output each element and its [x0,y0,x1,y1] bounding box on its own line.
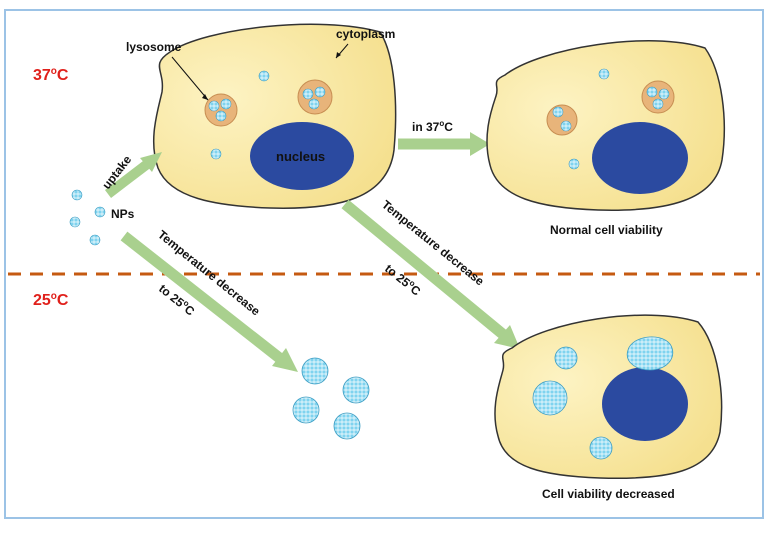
np-particle [568,158,580,170]
cytoplasm-pointer-head [336,52,341,58]
temperature-decrease-arrow-left [120,231,298,372]
normal-nucleus [592,122,688,194]
np-particle [69,216,81,228]
temperature-37-label: 37oC [33,66,69,84]
uptake-arrow [104,152,162,198]
np-aggregate [342,376,370,404]
np-particle [308,98,320,110]
aggregated-np-cluster [292,357,370,440]
normal-cell [486,40,726,211]
np-aggregate [333,412,361,440]
np-particle [89,234,101,246]
decreased-viability-label: Cell viability decreased [542,487,675,501]
decreased-nucleus [602,367,688,441]
np-particle [652,98,664,110]
lysosome-pointer [171,56,209,101]
nps-label: NPs [111,207,135,221]
np-particle [314,86,326,98]
np-particle [215,110,227,122]
in-37-label: in 37oC [412,119,453,134]
np-particle [208,100,220,112]
np-particle [210,148,222,160]
free-np-cluster [69,189,106,246]
decreased-cell [494,314,723,480]
normal-cytoplasm [486,40,726,211]
np-aggregate [301,357,329,385]
np-particle [646,86,658,98]
np-particle [94,206,106,218]
np-aggregate [626,336,674,371]
np-particle [302,88,314,100]
np-particle [552,106,564,118]
lysosome-label: lysosome [126,40,182,54]
np-aggregate [532,380,568,416]
nucleus-label: nucleus [276,149,325,164]
np-aggregate [554,346,578,370]
main-cell: nucleus [152,23,397,209]
cytoplasm-label: cytoplasm [336,27,395,41]
np-aggregate [292,396,320,424]
np-particle [658,88,670,100]
np-particle [598,68,610,80]
normal-viability-label: Normal cell viability [550,223,663,237]
temperature-25-label: 25oC [33,291,69,309]
np-particle [220,98,232,110]
np-particle [258,70,270,82]
np-particle [560,120,572,132]
np-particle [71,189,83,201]
np-aggregate [589,436,613,460]
in-37-arrow [398,132,490,156]
nucleus-shape [250,122,354,190]
lysosome-pointer-head [202,94,208,100]
temperature-decrease-arrow-right [341,199,520,349]
